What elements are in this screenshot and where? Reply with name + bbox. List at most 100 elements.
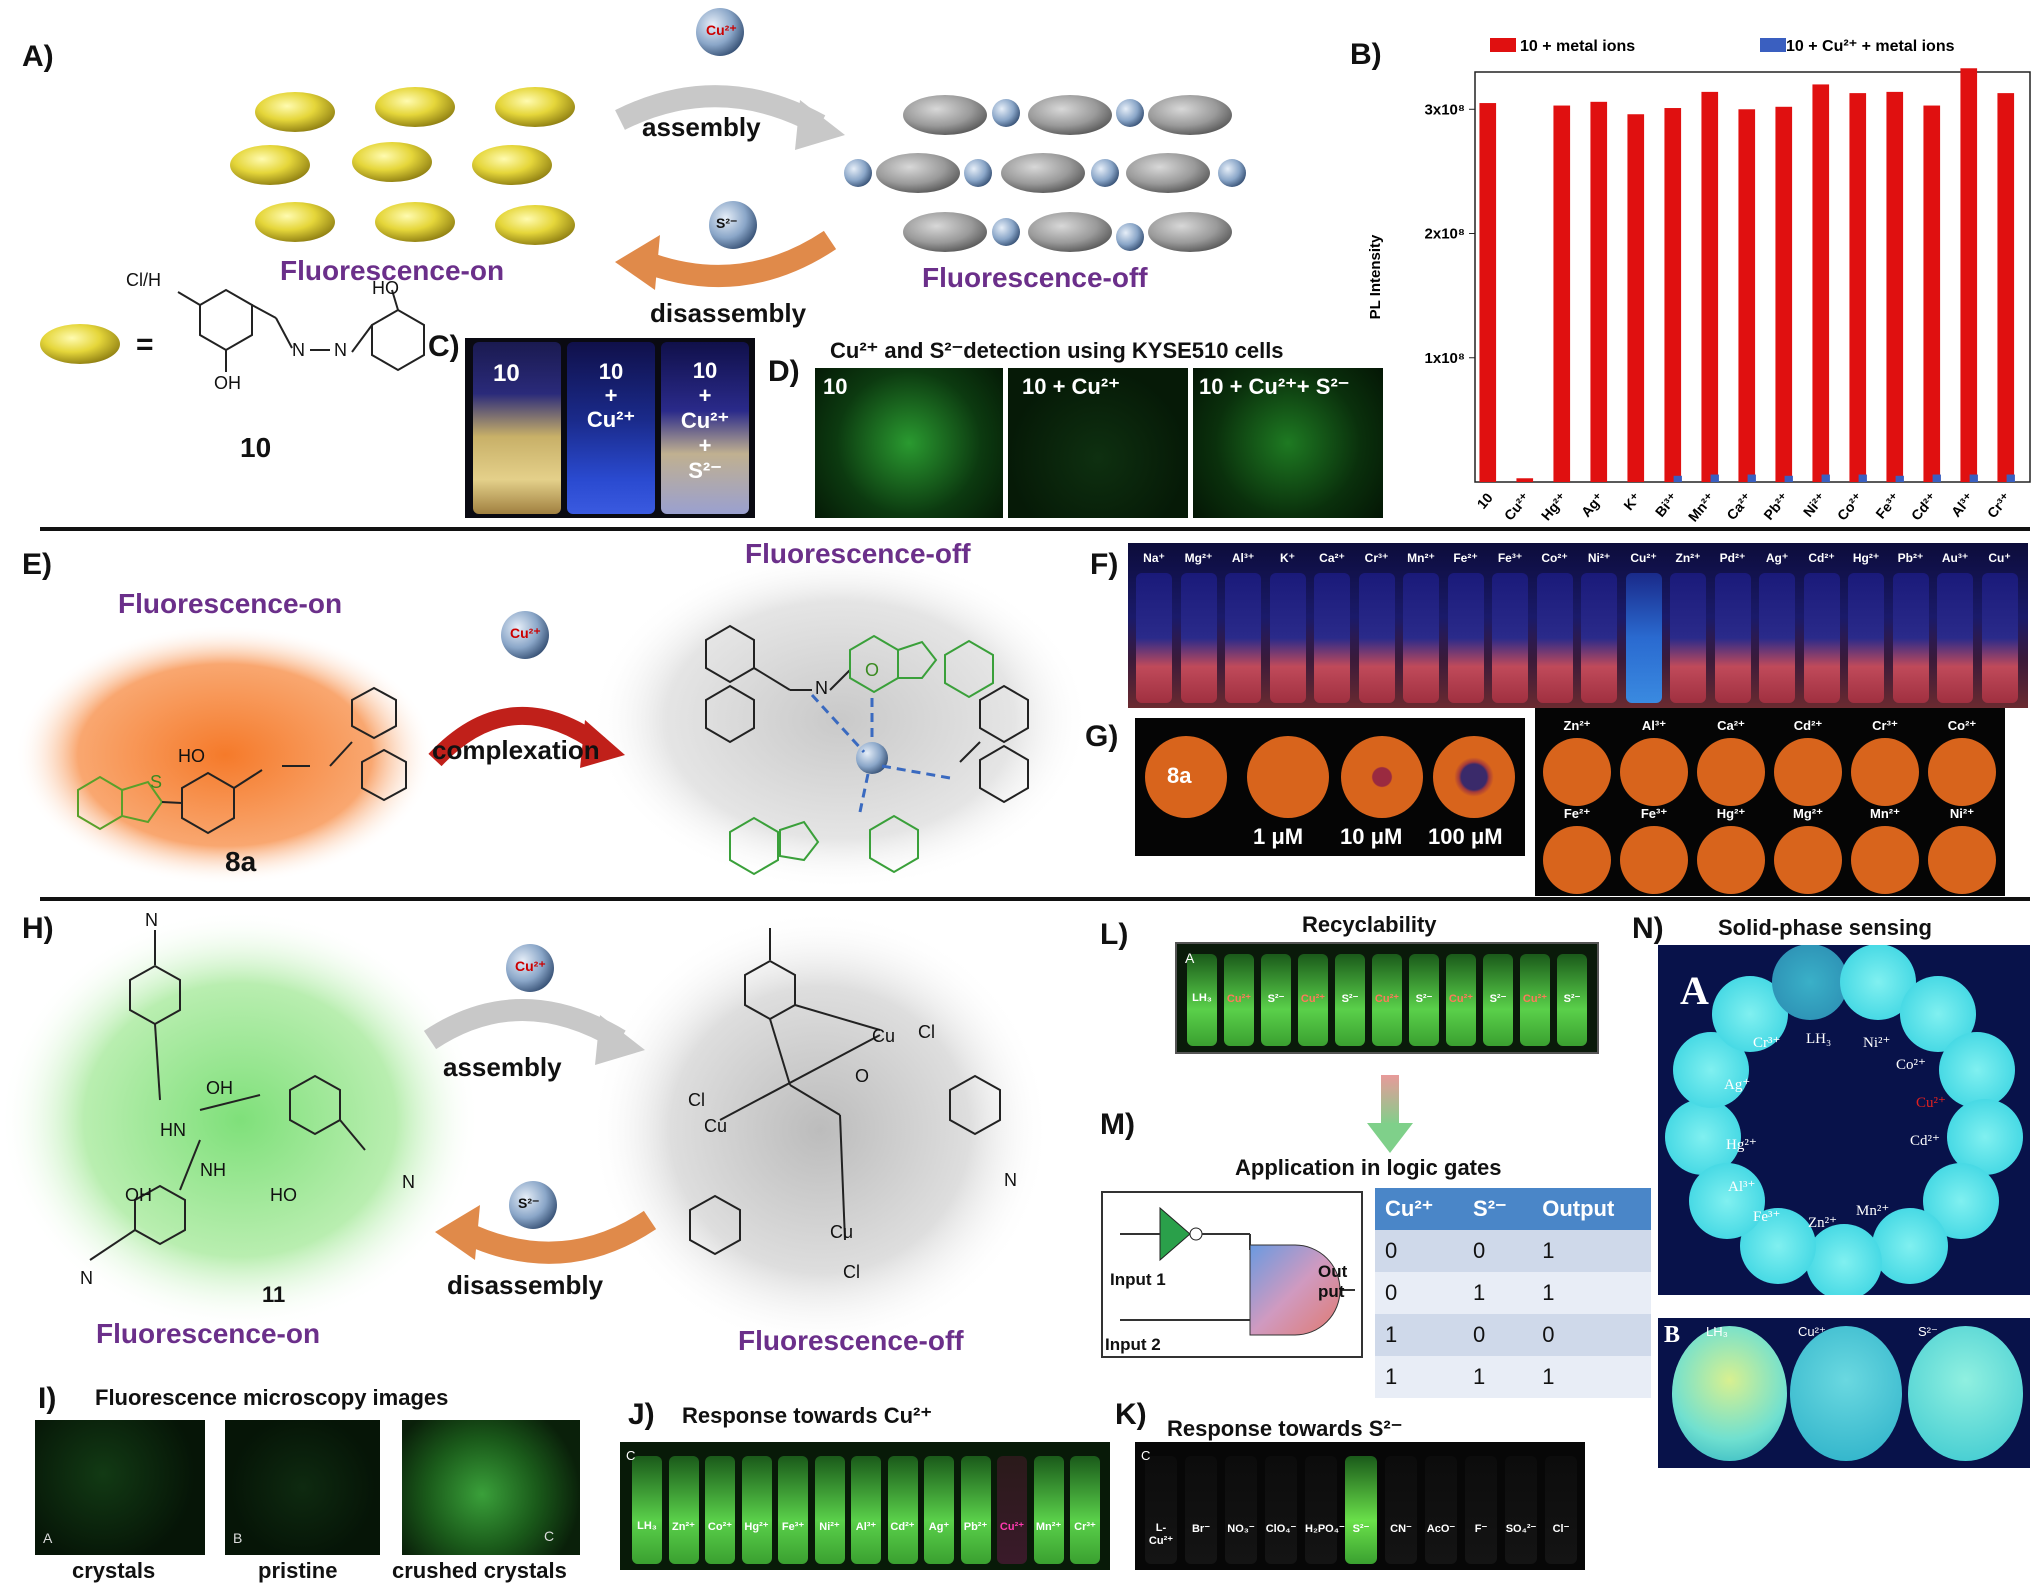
- bar-metal: [1849, 93, 1867, 482]
- ion-spot: [1543, 826, 1611, 894]
- solid-spot-cu: [1790, 1326, 1902, 1461]
- y-tick-label: 3x10⁸: [1425, 101, 1465, 118]
- vial-label: K⁺: [1280, 551, 1295, 565]
- bar-metal: [1590, 101, 1608, 483]
- vial: [1425, 1456, 1457, 1564]
- cell-image-3: 10 + Cu²⁺+ S²⁻: [1193, 368, 1383, 518]
- disassembly-arrow-h: [455, 1210, 657, 1264]
- compound-8a-label: 8a: [225, 846, 257, 877]
- bar-metal: [1664, 108, 1682, 482]
- gray-complex-assembly: [844, 95, 1246, 252]
- bar-cu-metal: [1858, 474, 1867, 482]
- solid-phase-letter-a: A: [1680, 968, 1709, 1013]
- b-label-cu: Cu²⁺: [1798, 1324, 1826, 1339]
- ion-spot-label: Cd²⁺: [1793, 718, 1823, 733]
- vial: [1403, 573, 1439, 703]
- vial-label: Ag⁺: [1765, 551, 1789, 565]
- x-tick-label: Cu²⁺: [1501, 490, 1533, 524]
- vial: [1505, 1456, 1537, 1564]
- bar-metal: [1812, 84, 1830, 482]
- vial-c-2-label: 10+Cu²⁺: [586, 359, 636, 432]
- spot-10um-label: 10 μM: [1340, 824, 1403, 849]
- solid-ion-label: Cu²⁺: [1916, 1095, 1946, 1111]
- vial-label: Pb²⁺: [1897, 551, 1924, 565]
- solid-ion-label: Ni²⁺: [1863, 1035, 1891, 1051]
- caption-pristine: pristine: [258, 1558, 338, 1583]
- vial-label: Ni²⁺: [1587, 551, 1611, 565]
- ion-spot-label: Hg²⁺: [1716, 806, 1746, 821]
- vial-label: H₂PO₄⁻: [1305, 1523, 1345, 1535]
- bar-metal: [1627, 114, 1645, 482]
- vial: [1536, 573, 1573, 703]
- atom-hn-h: HN: [160, 1120, 186, 1140]
- gray-glow: [590, 550, 1090, 890]
- vial-label: Cu²⁺: [1448, 993, 1474, 1005]
- vial-label: NO₃⁻: [1227, 1523, 1255, 1535]
- structure-8a-benzothiazole: [77, 775, 164, 831]
- spots-photo-g: 8a 1 μM 10 μM 100 μM: [1135, 718, 1525, 856]
- vial-label: LH₃: [1192, 992, 1212, 1004]
- vial: [1670, 573, 1706, 703]
- assembly-label-a: assembly: [642, 112, 761, 142]
- bar-metal: [1738, 109, 1756, 482]
- gray-glow-h: [590, 910, 1050, 1350]
- vial-label: Fe²⁺: [1453, 551, 1478, 565]
- section-h-graphic: [0, 910, 1050, 1350]
- ion-spot: [1620, 738, 1688, 806]
- cu-ion-label-e: Cu²⁺: [510, 625, 541, 641]
- vial: [1892, 573, 1929, 703]
- bar-cu-metal: [1895, 475, 1904, 482]
- spot-10um: [1341, 736, 1423, 818]
- fluorescence-on-e: Fluorescence-on: [118, 588, 343, 619]
- header-cu: Cu²⁺: [1385, 1196, 1434, 1221]
- vial-label: Al³⁺: [855, 1521, 877, 1533]
- vial: [1545, 1456, 1577, 1564]
- fluorescence-off-a: Fluorescence-off: [922, 262, 1148, 293]
- bar-metal: [1775, 106, 1793, 483]
- vial: [1070, 1456, 1100, 1564]
- assembly-arrow-h: [423, 999, 626, 1050]
- atom-oh-h2: OH: [125, 1185, 152, 1205]
- ion-spot: [1774, 738, 1842, 806]
- ion-spot: [1928, 738, 1996, 806]
- atom-n-h-complex: N: [1004, 1170, 1017, 1190]
- spot-100um-label: 100 μM: [1428, 824, 1503, 849]
- ion-spot-label: Mn²⁺: [1870, 806, 1900, 821]
- vial-c-1: [473, 342, 561, 514]
- solid-ion-label: Cd²⁺: [1910, 1133, 1940, 1149]
- vial-label: S²⁻: [1267, 993, 1285, 1005]
- vial-label: S²⁻: [1489, 993, 1507, 1005]
- atom-s-e: S: [150, 772, 163, 792]
- atom-cl-h2: Cl: [688, 1090, 705, 1110]
- b-label-s: S²⁻: [1918, 1324, 1938, 1339]
- vial-label: SO₄²⁻: [1505, 1523, 1537, 1535]
- atom-n-h-right: N: [402, 1172, 415, 1192]
- vial: [1409, 954, 1439, 1046]
- vial-c-3: [661, 342, 749, 514]
- vial-label: Cu⁺: [1988, 551, 2011, 565]
- solid-phase-letter-b: B: [1664, 1322, 1681, 1348]
- vial-label: Co²⁺: [1541, 551, 1568, 565]
- input-2-label: Input 2: [1105, 1335, 1161, 1354]
- cu-ion-sphere-e: [501, 611, 549, 659]
- s-ion-label-h: S²⁻: [518, 1195, 540, 1211]
- vial: [1187, 954, 1217, 1046]
- assembly-arrow: [615, 85, 826, 135]
- atom-ho-a: HO: [372, 278, 399, 298]
- complex-green-parts: [729, 634, 994, 876]
- bar-cu-metal: [1932, 474, 1941, 482]
- ion-spot-label: Al³⁺: [1641, 718, 1667, 733]
- header-output: Output: [1542, 1196, 1615, 1221]
- x-tick-label: Co²⁺: [1834, 490, 1866, 524]
- vial-label: Cr³⁺: [1074, 1521, 1096, 1533]
- section-a-graphic: [40, 8, 1246, 372]
- cell-image-3-label: 10 + Cu²⁺+ S²⁻: [1199, 374, 1350, 399]
- solid-spot: [1772, 945, 1849, 1021]
- solid-ion-label: Cr³⁺: [1753, 1035, 1781, 1051]
- vial: [1265, 1456, 1297, 1564]
- vial-label: S²⁻: [1352, 1523, 1370, 1535]
- vial: [1335, 954, 1365, 1046]
- x-tick-label: K⁺: [1620, 490, 1644, 514]
